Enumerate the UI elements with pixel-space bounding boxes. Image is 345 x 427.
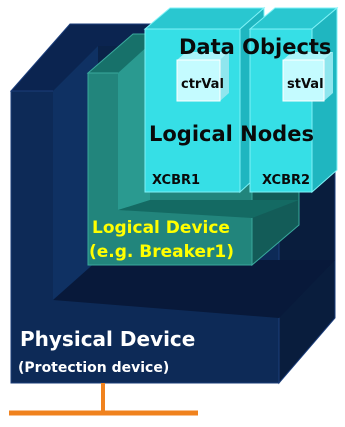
logical-nodes-title: Logical Nodes (149, 122, 314, 146)
data-object-ctrval-label: ctrVal (181, 77, 224, 92)
logical-device-title: Logical Device (92, 218, 230, 238)
data-object-stval-label: stVal (287, 77, 324, 92)
data-object-stval-box (282, 52, 333, 102)
network-bus (9, 383, 198, 416)
logical-node-xcbr1-label: XCBR1 (152, 173, 200, 188)
physical-device-title: Physical Device (20, 327, 195, 351)
logical-device-example: (e.g. Breaker1) (89, 242, 234, 262)
data-object-ctrval-box (176, 52, 229, 102)
logical-node-xcbr2-label: XCBR2 (262, 173, 310, 188)
data-object-boxes (176, 52, 333, 102)
data-objects-title: Data Objects (179, 35, 331, 59)
physical-device-example: (Protection device) (18, 360, 169, 376)
